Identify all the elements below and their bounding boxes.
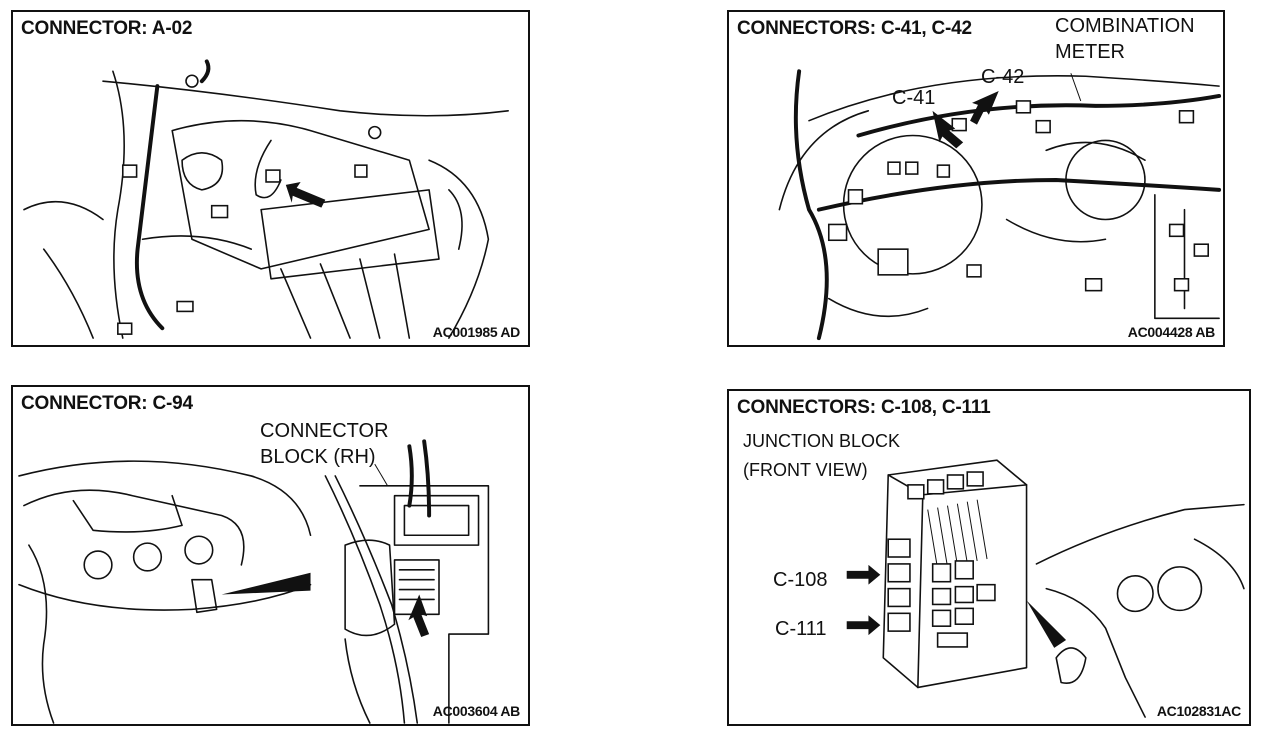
arrow-c111 — [846, 615, 881, 636]
label-c111: C-111 — [775, 618, 827, 640]
figure-code: AC001985 AD — [432, 324, 521, 340]
label-connector-block-line1: CONNECTOR — [260, 420, 389, 442]
panel-connector-c94: CONNECTOR: C-94 CONNECTOR BLOCK (RH) AC0… — [11, 385, 530, 726]
label-connector-block-line2: BLOCK (RH) — [260, 446, 376, 468]
pointer-arrow-c94 — [408, 594, 430, 638]
label-c108: C-108 — [773, 569, 828, 591]
panel-connectors-c41-c42: CONNECTORS: C-41, C-42 COMBINATION METER… — [727, 10, 1225, 347]
dashboard-harness-illustration — [778, 69, 1222, 341]
figure-code: AC102831AC — [1156, 703, 1241, 719]
panel-title: CONNECTORS: C-41, C-42 — [737, 18, 972, 39]
label-connector-block-rh: CONNECTOR BLOCK (RH) — [260, 418, 389, 470]
label-combination-meter: COMBINATION METER — [1055, 13, 1195, 65]
label-combination-line1: COMBINATION — [1055, 15, 1195, 37]
label-junction-line2: (FRONT VIEW) — [743, 460, 868, 480]
panel-connectors-c108-c111: CONNECTORS: C-108, C-111 JUNCTION BLOCK … — [727, 389, 1251, 726]
panel-connector-a02: CONNECTOR: A-02 AC001985 AD — [11, 10, 530, 347]
pointer-arrow-c42 — [970, 91, 999, 125]
pointer-arrow-c41 — [932, 110, 964, 149]
label-c42: C-42 — [981, 66, 1025, 88]
label-combination-line2: METER — [1055, 41, 1125, 63]
pointer-wedge-junction — [1026, 600, 1067, 648]
pointer-wedge-c94 — [221, 572, 311, 595]
panel-title: CONNECTOR: C-94 — [21, 393, 193, 414]
figure-code: AC003604 AB — [432, 703, 521, 719]
panel-title: CONNECTORS: C-108, C-111 — [737, 397, 991, 418]
label-junction-block: JUNCTION BLOCK (FRONT VIEW) — [743, 427, 900, 485]
figure-code: AC004428 AB — [1127, 324, 1216, 340]
label-junction-line1: JUNCTION BLOCK — [743, 431, 901, 451]
pointer-arrow-a02 — [285, 181, 326, 208]
panel-title: CONNECTOR: A-02 — [21, 18, 193, 39]
engine-bay-illustration — [23, 59, 509, 339]
label-c41: C-41 — [892, 87, 936, 109]
junction-block-illustration — [846, 459, 1245, 718]
instrument-panel-illustration — [18, 439, 490, 724]
arrow-c108 — [846, 564, 881, 585]
